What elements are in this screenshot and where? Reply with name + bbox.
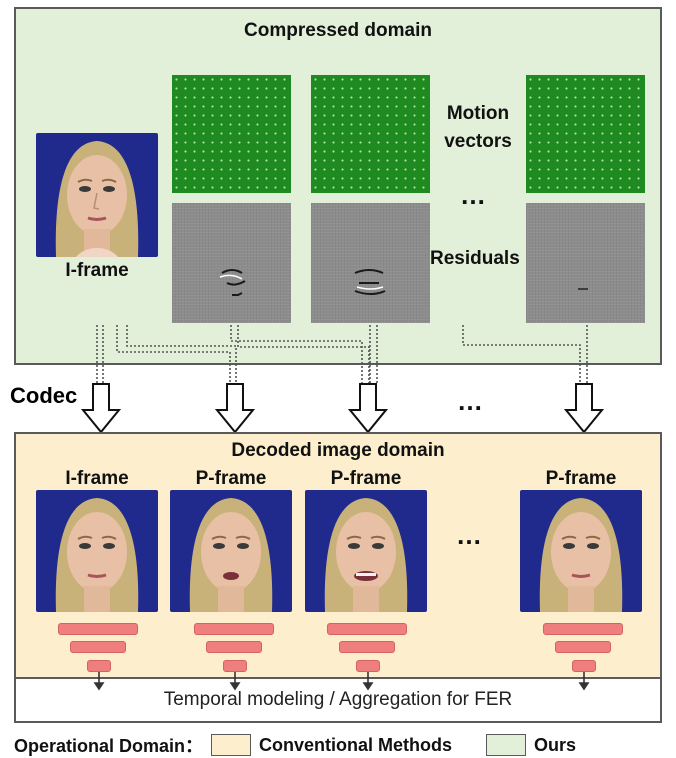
motion-vector-tile-2 — [311, 75, 430, 193]
codec-arrow-1 — [80, 383, 122, 434]
network-bar-3-bottom — [356, 660, 380, 672]
decoded-frame-label-4: P-frame — [545, 468, 617, 489]
codec-arrows — [80, 383, 605, 434]
network-bar-4-bottom — [572, 660, 596, 672]
network-bar-2-mid — [206, 641, 262, 653]
codec-arrow-2 — [214, 383, 256, 434]
legend: Operational Domain： Conventional Methods… — [14, 733, 576, 757]
network-bar-1-bottom — [87, 660, 111, 672]
decoded-domain-title: Decoded image domain — [231, 440, 445, 461]
codec-label: Codec — [10, 383, 78, 408]
motion-vector-tile-1 — [172, 75, 291, 193]
network-bar-4-mid — [555, 641, 611, 653]
motion-vector-tile-3 — [526, 75, 645, 193]
decoded-face-image-4 — [520, 490, 642, 612]
temporal-modeling-bar: Temporal modeling / Aggregation for FER — [14, 677, 662, 723]
decoded-face-image-3 — [305, 490, 427, 612]
network-bar-1-mid — [70, 641, 126, 653]
residual-tile-1 — [172, 203, 291, 323]
compressed-domain-title: Compressed domain — [244, 20, 432, 41]
motion-vectors-label: Motion vectors — [444, 103, 512, 152]
decoded-ellipsis: … — [456, 520, 483, 550]
codec-arrow-4 — [563, 383, 605, 434]
network-bar-3-mid — [339, 641, 395, 653]
temporal-modeling-label: Temporal modeling / Aggregation for FER — [163, 689, 513, 710]
aggregation-arrows — [93, 672, 590, 691]
compressed-ellipsis: … — [460, 180, 487, 210]
legend-swatch-ours — [486, 734, 527, 756]
network-bar-3-top — [327, 623, 407, 635]
codec-arrow-3 — [347, 383, 389, 434]
decoded-frame-label-2: P-frame — [195, 468, 267, 489]
decoded-face-image-1 — [36, 490, 158, 612]
residuals-label: Residuals — [430, 248, 520, 269]
network-bar-4-top — [543, 623, 623, 635]
iframe-face-image — [36, 133, 158, 257]
dotted-connectors — [96, 325, 588, 385]
legend-label-ours: Ours — [534, 734, 577, 755]
codec-ellipsis: … — [457, 386, 484, 416]
compressed-iframe-label: I-frame — [65, 260, 129, 281]
network-bar-2-bottom — [223, 660, 247, 672]
legend-swatch-conventional — [211, 734, 252, 756]
decoded-frame-label-3: P-frame — [330, 468, 402, 489]
legend-label-conventional: Conventional Methods — [259, 734, 453, 755]
decoded-frame-label-1: I-frame — [65, 468, 129, 489]
network-bar-2-top — [194, 623, 274, 635]
decoded-face-image-2 — [170, 490, 292, 612]
legend-title: Operational Domain： — [14, 736, 204, 756]
residual-tile-2 — [311, 203, 430, 323]
residual-tile-3 — [526, 203, 645, 323]
network-bar-1-top — [58, 623, 138, 635]
